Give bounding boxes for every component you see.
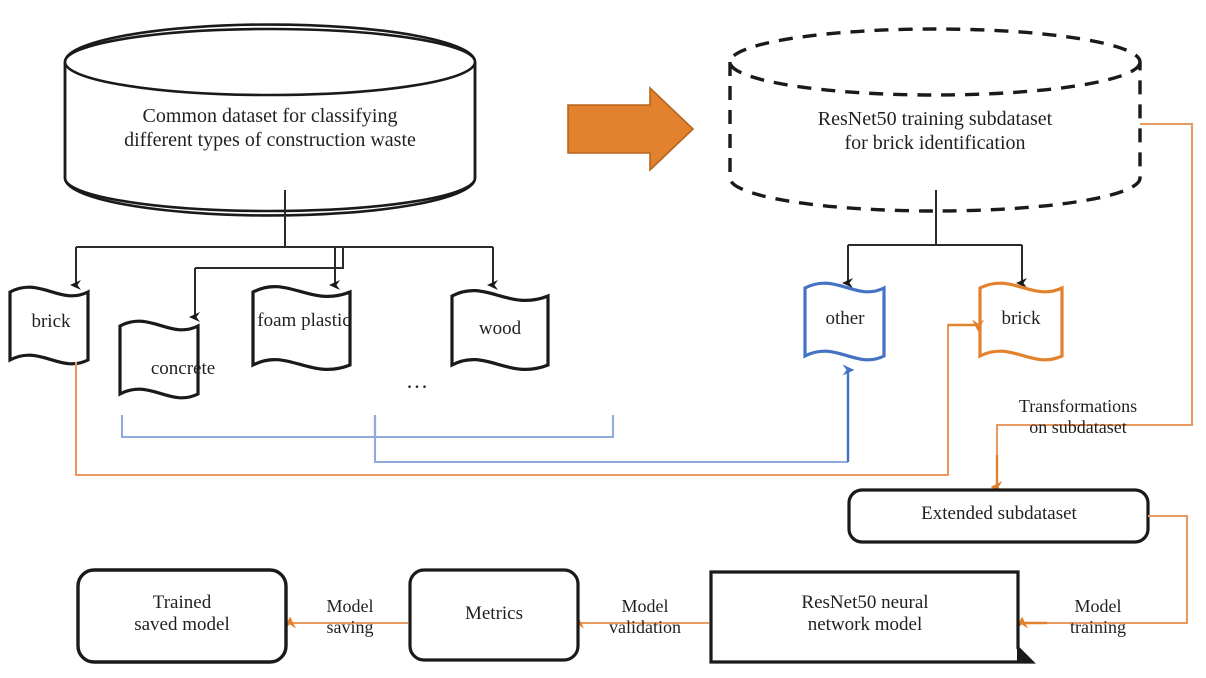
block-arrow-orange-icon [567,86,695,172]
node-trained-model[interactable] [76,568,288,664]
right-tree-connectors [848,190,1022,246]
left-tree-connectors [76,190,493,269]
sub-dataset-side [728,62,1142,213]
node-sub-other[interactable] [803,281,886,362]
node-source-dataset[interactable] [63,23,477,217]
orange-path-transformations [995,122,1194,470]
right-tree-arrows [842,245,1027,288]
source-dataset-top [63,27,477,97]
node-class-brick[interactable] [8,285,90,366]
blue-grouping-brace [120,415,848,464]
left-tree-arrows [70,247,498,322]
node-extended-subdataset[interactable] [847,488,1150,544]
node-resnet-model[interactable] [709,570,1036,664]
node-class-wood[interactable] [450,289,550,371]
node-sub-brick[interactable] [978,281,1064,362]
orange-path-model-training [1047,514,1189,625]
source-dataset-side [63,62,477,213]
node-sub-dataset[interactable] [728,27,1142,213]
sub-dataset-top [728,27,1142,97]
node-class-foam-plastic[interactable] [251,285,352,371]
node-class-concrete[interactable] [118,319,200,400]
node-metrics[interactable] [408,568,580,662]
